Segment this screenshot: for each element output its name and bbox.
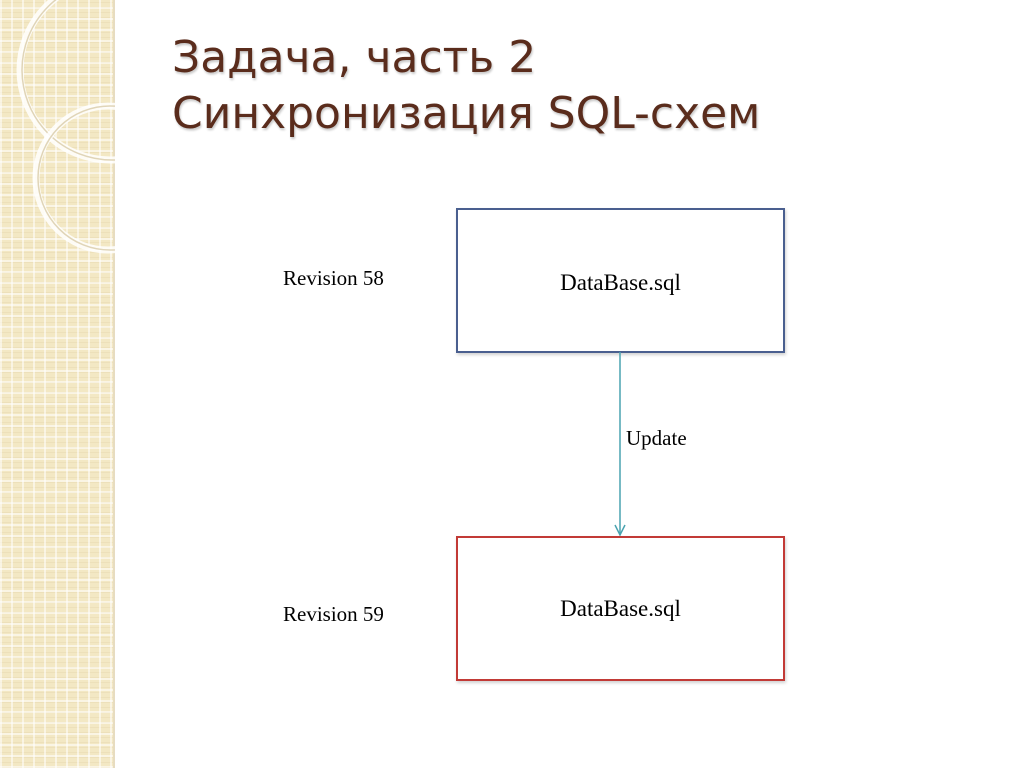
database-node-top-label: DataBase.sql <box>560 270 681 295</box>
decorative-circles <box>16 0 115 254</box>
slide-title: Задача, часть 2 Синхронизация SQL-схем <box>172 30 760 142</box>
update-label: Update <box>626 426 687 450</box>
sidebar-divider <box>113 0 115 768</box>
title-line-1: Задача, часть 2 <box>172 32 537 83</box>
database-node-bottom: DataBase.sql <box>456 536 785 681</box>
database-node-top: DataBase.sql <box>456 208 785 353</box>
update-arrow <box>614 352 626 537</box>
revision-58-label: Revision 58 <box>283 266 384 290</box>
database-node-bottom-label: DataBase.sql <box>560 596 681 621</box>
update-arrowhead <box>614 524 626 537</box>
title-line-2: Синхронизация SQL-схем <box>172 88 761 139</box>
revision-59-label: Revision 59 <box>283 602 384 626</box>
